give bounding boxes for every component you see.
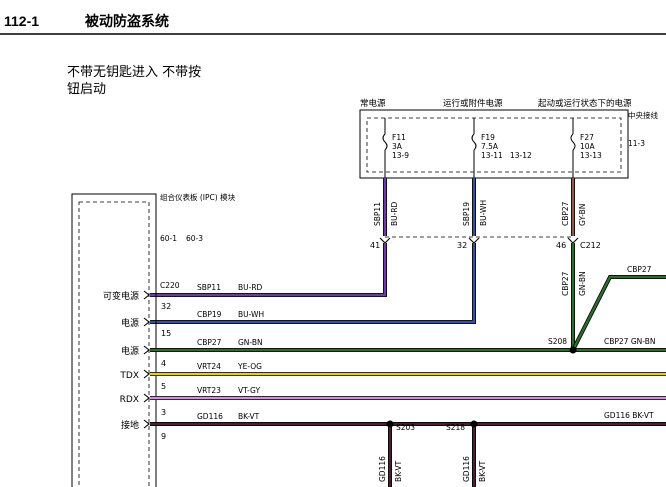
port-name-tdx: TDX [119, 371, 139, 381]
splice-s208 [569, 346, 577, 354]
pin-number-5: 5 [161, 382, 166, 391]
row6-circuit: GD116 [197, 412, 223, 421]
wire-label-cbp27-lower: CBP27 [561, 271, 570, 296]
svg-text:7.5A: 7.5A [481, 142, 499, 151]
pin-41: 41 [370, 241, 380, 250]
pin-13-12: 13-12 [510, 151, 532, 160]
pin-60-3: 60-3 [186, 234, 203, 243]
row4-circuit: VRT24 [197, 362, 221, 371]
port-name-power-1: 电源 [121, 317, 139, 329]
wire-label-gy-bn: GY-BN [578, 204, 587, 226]
wire-label-bu-wh: BU-WH [479, 200, 488, 226]
wire-label-gn-bn-lower: GN-BN [578, 271, 587, 296]
ipc-module-inner [78, 201, 150, 487]
fuse-f19: F19 7.5A 13-11 [471, 118, 503, 178]
connector-c220: C220 [160, 281, 180, 290]
ground-drop-s218 [470, 420, 478, 487]
svg-text:F19: F19 [481, 133, 495, 142]
ground-drop-1-circuit: GD116 [378, 456, 387, 482]
label-s218: S218 [446, 423, 465, 432]
port-name-rdx: RDX [120, 395, 139, 405]
wire-label-cbp27: CBP27 [561, 201, 570, 226]
pin-number-4: 4 [161, 359, 166, 368]
row2-circuit: CBP19 [197, 310, 222, 319]
label-constant-power: 常电源 [360, 98, 386, 109]
fuse-box-outline [359, 109, 629, 179]
label-run-acc-power: 运行或附件电源 [443, 98, 503, 109]
ground-drop-s203 [386, 420, 394, 487]
label-junction-box: 中央接线 [628, 110, 658, 120]
subtitle-line1: 不带无钥匙进入 不带按 [67, 65, 201, 80]
connector-c212: C212 [580, 241, 601, 250]
label-gd116-right: GD116 BK-VT [604, 411, 654, 420]
port-arrows [143, 290, 150, 429]
row2-color: BU-WH [238, 310, 264, 319]
wire-cbp19-down [150, 243, 476, 324]
row6-color: BK-VT [238, 412, 260, 421]
label-s203: S203 [396, 423, 415, 432]
section-number: 112-1 [4, 13, 39, 29]
wire-label-sbp19: SBP19 [462, 202, 471, 226]
wire-label-bu-rd: BU-RD [390, 201, 399, 226]
row5-color: VT-GY [238, 386, 260, 395]
port-name-ground: 接地 [121, 419, 139, 431]
row3-color: GN-BN [238, 338, 263, 347]
svg-text:10A: 10A [580, 142, 596, 151]
pin-number-32: 32 [161, 302, 171, 311]
wire-label-cbp27-upper: CBP27 [627, 265, 652, 274]
page-title: 被动防盗系统 [85, 13, 169, 30]
label-cbp27-gn-bn-right: CBP27 GN-BN [604, 337, 655, 346]
svg-text:3A: 3A [392, 142, 403, 151]
port-name-power-2: 电源 [121, 345, 139, 357]
svg-text:13-9: 13-9 [392, 151, 409, 160]
pin-60-1: 60-1 [160, 234, 177, 243]
row1-circuit: SBP11 [197, 283, 221, 292]
pin-46: 46 [556, 241, 566, 250]
ground-drop-2-color: BK-VT [478, 460, 487, 482]
svg-text:F27: F27 [580, 133, 594, 142]
pin-11-3: 11-3 [628, 139, 645, 148]
pin-number-3: 3 [161, 408, 166, 417]
svg-text:F11: F11 [392, 133, 406, 142]
pin-32: 32 [457, 241, 467, 250]
ground-drop-2-circuit: GD116 [462, 456, 471, 482]
svg-text:13-11: 13-11 [481, 151, 503, 160]
fuse-box-inner [366, 117, 622, 173]
row4-color: YE-OG [237, 362, 262, 371]
wire-sbp11-down [150, 243, 387, 297]
port-name-variable-power: 可变电源 [103, 290, 139, 302]
label-s208: S208 [548, 337, 567, 346]
row1-color: BU-RD [238, 283, 263, 292]
svg-text:13-13: 13-13 [580, 151, 602, 160]
ipc-module-outline [71, 193, 157, 487]
label-start-run-power: 起动或运行状态下的电源 [538, 98, 632, 109]
fuse-f27: F27 10A 13-13 [570, 118, 602, 178]
ground-drop-1-color: BK-VT [394, 460, 403, 482]
wire-cbp27-upper-branch [571, 275, 666, 351]
row5-circuit: VRT23 [197, 386, 221, 395]
pin-number-9: 9 [161, 432, 166, 441]
wire-label-sbp11: SBP11 [373, 202, 382, 226]
row3-circuit: CBP27 [197, 338, 222, 347]
fuse-f11: F11 3A 13-9 [382, 118, 409, 178]
subtitle-line2: 钮启动 [67, 82, 106, 97]
ipc-module-title: 组合仪表板 (IPC) 模块 [160, 192, 236, 202]
connector-arrows [379, 237, 579, 244]
pin-number-15: 15 [161, 329, 171, 338]
